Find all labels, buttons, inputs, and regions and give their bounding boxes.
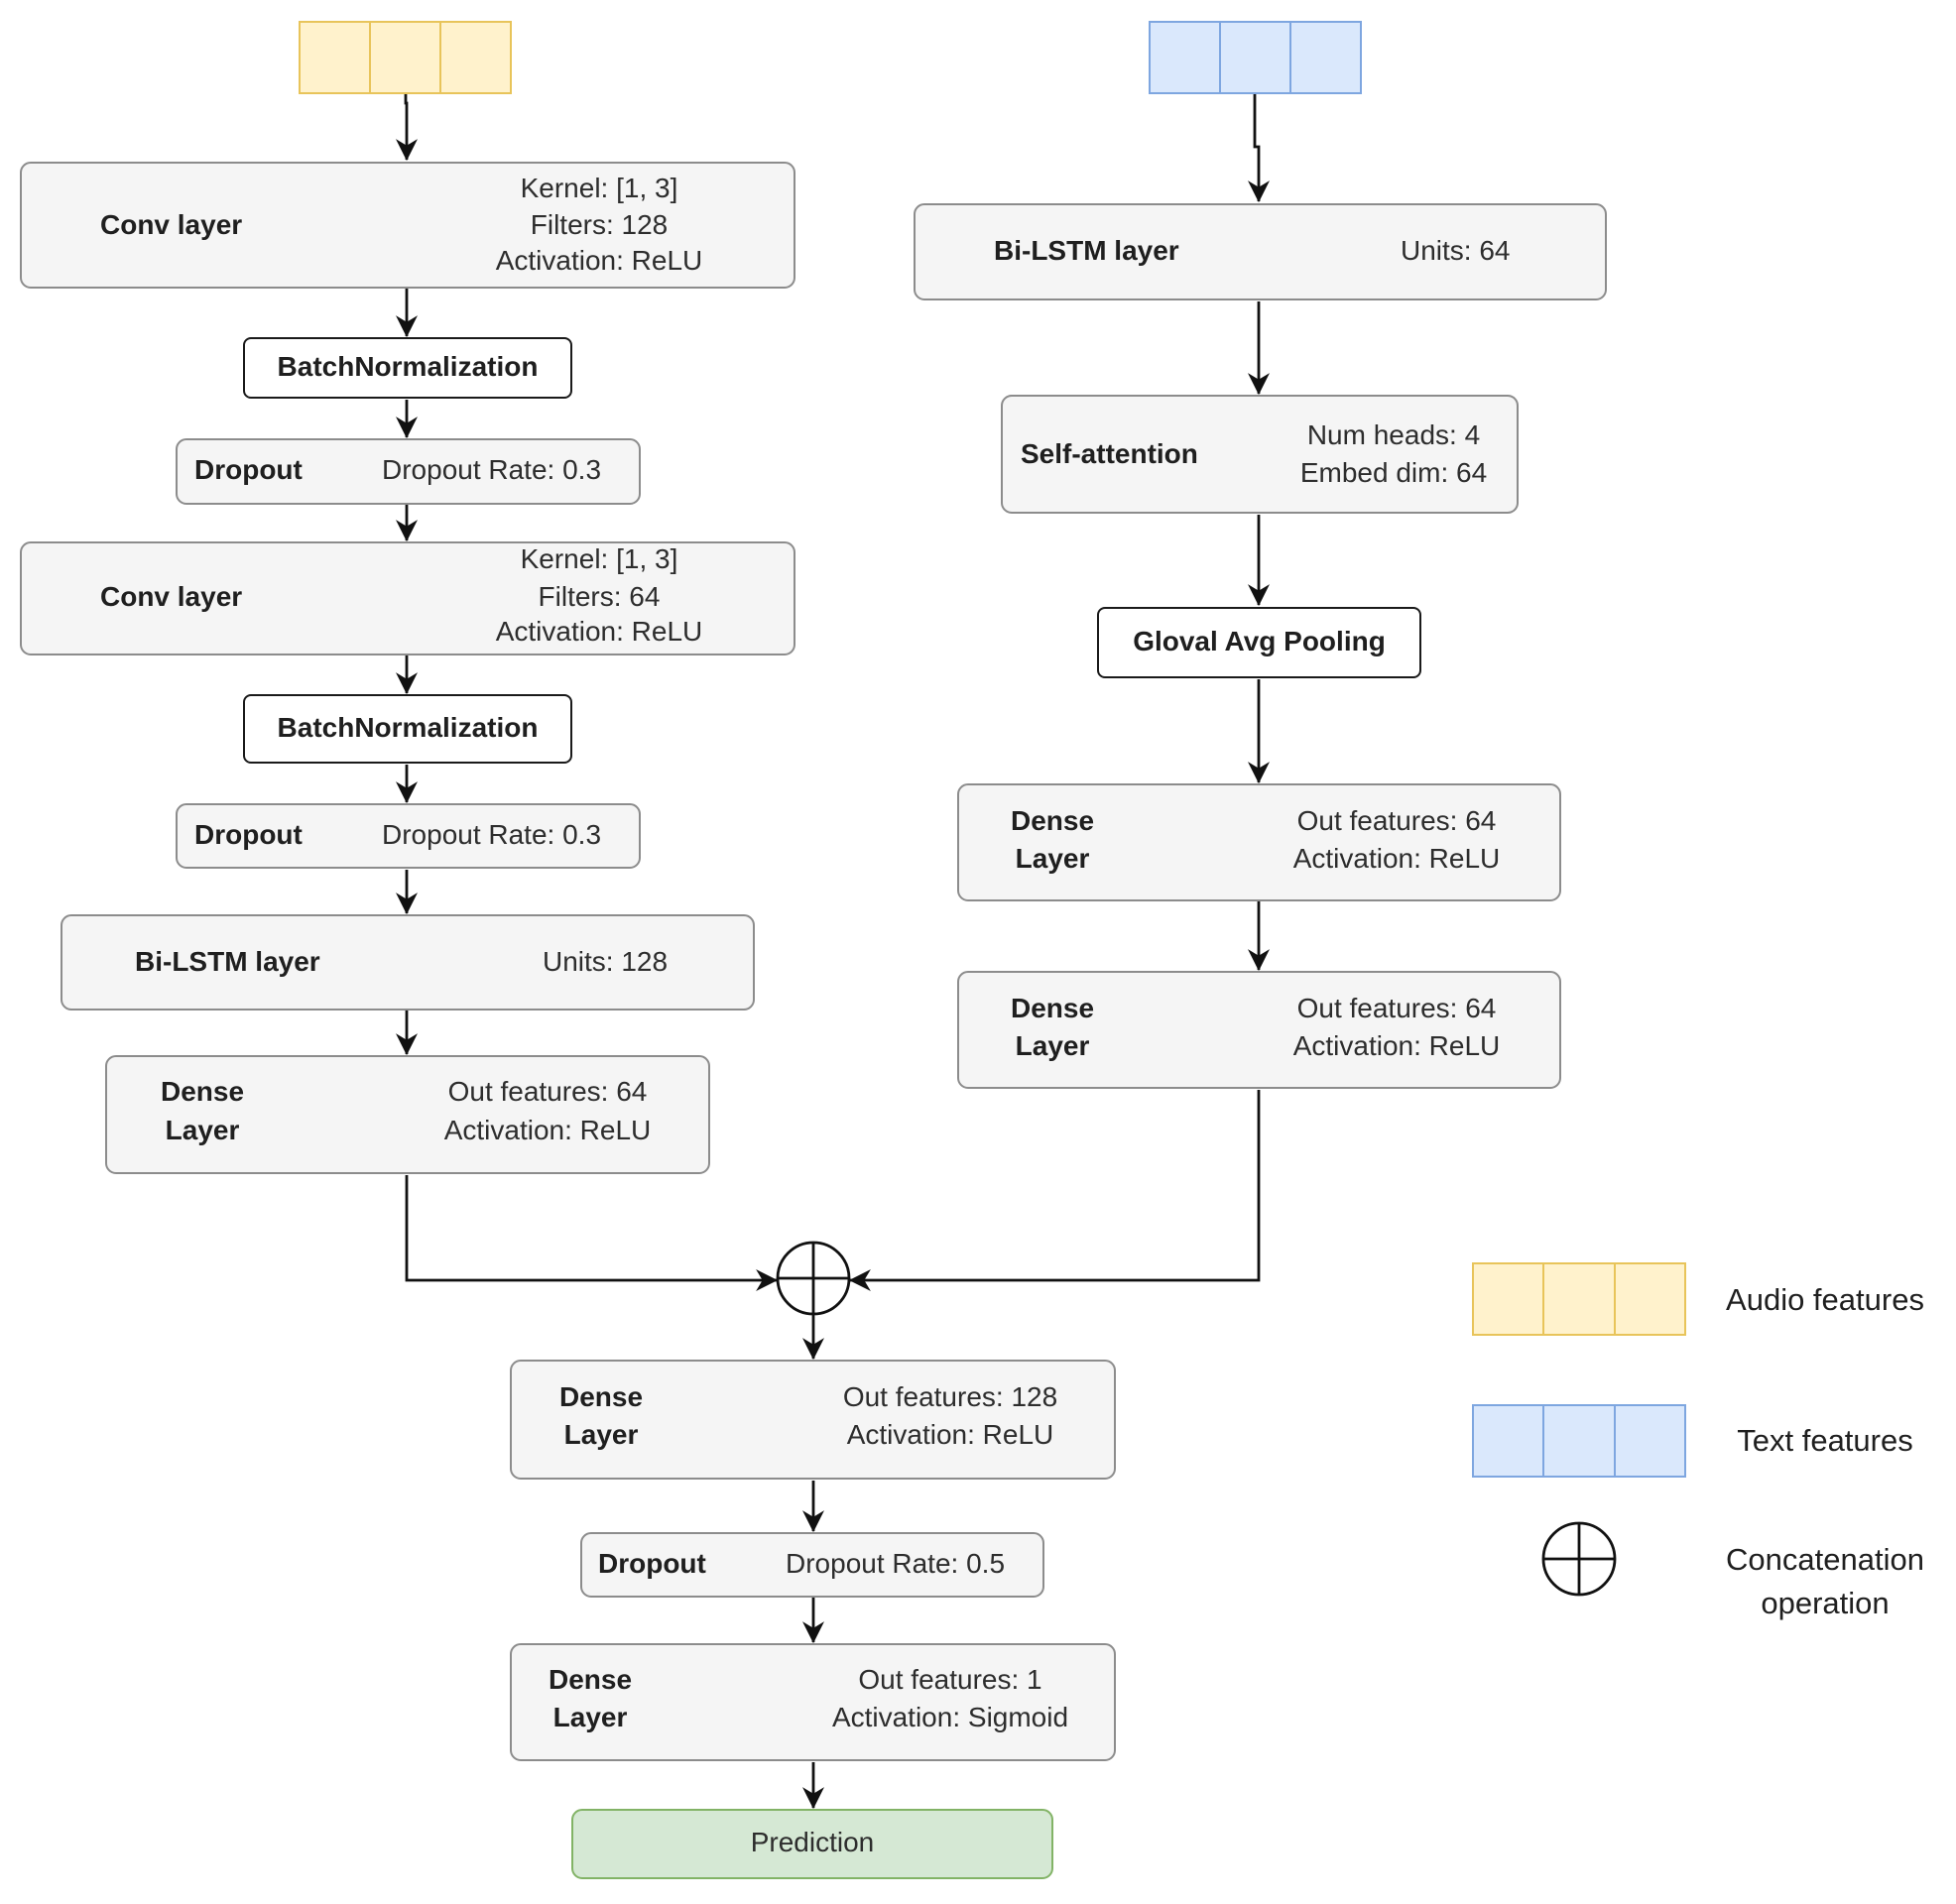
text-attn-name: Self-attention [1021, 438, 1198, 469]
concat-operation-icon [776, 1241, 851, 1316]
audio-conv2-param-kernel: Kernel: [1, 3] [520, 543, 678, 574]
text-bilstm-name: Bi-LSTM layer [994, 235, 1179, 266]
fusion-dense2-name-line2: Layer [552, 1702, 628, 1732]
text-attn-param-heads: Num heads: 4 [1306, 419, 1481, 450]
legend-audio-swatch [1472, 1262, 1686, 1336]
audio-conv2-name: Conv layer [100, 581, 243, 612]
legend-audio-label: Audio features [1726, 1282, 1924, 1317]
feature-cell [369, 23, 439, 92]
audio-dropout-2 [176, 803, 641, 869]
feature-cell [301, 23, 369, 92]
text-dense1-name-line1: Dense [1010, 805, 1095, 836]
feature-cell [1289, 23, 1360, 92]
audio-drop1-name: Dropout [194, 454, 303, 485]
feature-cell [1474, 1406, 1542, 1476]
text-dense2-name-line1: Dense [1010, 993, 1095, 1023]
audio-drop2-param: Dropout Rate: 0.3 [382, 819, 602, 850]
fusion-dense2-name-line1: Dense [548, 1664, 633, 1695]
audio-dense-param-activation: Activation: ReLU [443, 1115, 652, 1145]
audio-conv2-param-filters: Filters: 64 [538, 581, 661, 612]
audio-dense-layer [105, 1055, 710, 1174]
fusion-dropout [580, 1532, 1044, 1598]
fusion-dense1-name-line2: Layer [563, 1419, 639, 1450]
audio-dense-name-line2: Layer [165, 1115, 240, 1145]
audio-bn2-name: BatchNormalization [277, 712, 539, 743]
audio-dropout-1 [176, 438, 641, 505]
fusion-drop-name: Dropout [598, 1548, 706, 1579]
fusion-dense1-name-line1: Dense [558, 1381, 644, 1412]
text-bilstm-layer [914, 203, 1607, 300]
text-dense1-param-out: Out features: 64 [1296, 805, 1497, 836]
text-dense1-param-activation: Activation: ReLU [1292, 843, 1501, 874]
audio-bilstm-layer [61, 914, 755, 1011]
text-dense-layer-2 [957, 971, 1561, 1089]
legend-concat-label-line1: Concatenation [1726, 1542, 1924, 1577]
audio-dense-param-out: Out features: 64 [447, 1076, 648, 1107]
audio-batchnorm-1 [243, 337, 572, 399]
text-input-features [1149, 21, 1362, 94]
text-global-avg-pooling [1097, 607, 1421, 678]
text-self-attention [1001, 395, 1519, 514]
audio-conv1-param-activation: Activation: ReLU [495, 245, 703, 276]
text-dense2-name-line2: Layer [1015, 1030, 1090, 1061]
fusion-dense1-param-out: Out features: 128 [842, 1381, 1058, 1412]
audio-conv1-param-kernel: Kernel: [1, 3] [520, 173, 678, 203]
fusion-drop-param: Dropout Rate: 0.5 [786, 1548, 1006, 1579]
feature-cell [1151, 23, 1219, 92]
text-dense-layer-1 [957, 783, 1561, 901]
fusion-dense-layer-1 [510, 1360, 1116, 1480]
audio-batchnorm-2 [243, 694, 572, 764]
feature-cell [1542, 1406, 1613, 1476]
audio-conv1-name: Conv layer [100, 209, 243, 240]
feature-cell [1613, 1406, 1684, 1476]
audio-bilstm-param: Units: 128 [543, 946, 669, 977]
prediction-label: Prediction [750, 1827, 875, 1857]
legend-text-label: Text features [1737, 1423, 1913, 1458]
arrow-dense-to-concat [405, 1175, 779, 1291]
legend-concat-label-line2: operation [1761, 1586, 1890, 1620]
text-attn-param-embed: Embed dim: 64 [1299, 457, 1488, 488]
legend-text-swatch [1472, 1404, 1686, 1478]
audio-input-features [299, 21, 512, 94]
feature-cell [439, 23, 510, 92]
audio-conv1-param-filters: Filters: 128 [530, 209, 669, 240]
text-dense1-name-line2: Layer [1015, 843, 1090, 874]
text-bilstm-param: Units: 64 [1401, 235, 1511, 266]
audio-bn1-name: BatchNormalization [277, 351, 539, 382]
arrow-dense2-to-concat [848, 1090, 1261, 1291]
fusion-dense2-param-out: Out features: 1 [858, 1664, 1042, 1695]
fusion-dense1-param-activation: Activation: ReLU [846, 1419, 1054, 1450]
prediction-output [571, 1809, 1053, 1879]
feature-cell [1542, 1264, 1613, 1334]
feature-cell [1219, 23, 1289, 92]
feature-cell [1474, 1264, 1542, 1334]
fusion-dense-layer-2 [510, 1643, 1116, 1761]
audio-bilstm-name: Bi-LSTM layer [135, 946, 320, 977]
text-pool-name: Gloval Avg Pooling [1133, 626, 1386, 656]
arrow-text-input-to-bilstm [1248, 94, 1270, 203]
audio-conv-layer-1 [20, 162, 795, 289]
arrow-audio-input-to-conv1 [396, 94, 418, 162]
feature-cell [1613, 1264, 1684, 1334]
text-dense2-param-out: Out features: 64 [1296, 993, 1497, 1023]
audio-drop1-param: Dropout Rate: 0.3 [382, 454, 602, 485]
audio-dense-name-line1: Dense [160, 1076, 245, 1107]
text-dense2-param-activation: Activation: ReLU [1292, 1030, 1501, 1061]
audio-conv2-param-activation: Activation: ReLU [495, 616, 703, 647]
fusion-dense2-param-activation: Activation: Sigmoid [831, 1702, 1069, 1732]
audio-conv-layer-2 [20, 541, 795, 655]
audio-drop2-name: Dropout [194, 819, 303, 850]
legend-concat-icon [1541, 1521, 1617, 1597]
